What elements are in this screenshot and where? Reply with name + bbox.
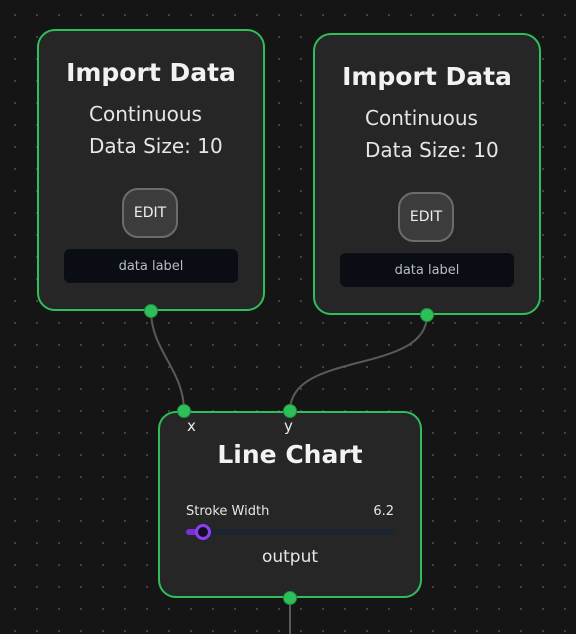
data-size-text: Data Size: 10 <box>89 134 223 158</box>
import-a-output-port[interactable] <box>144 304 158 318</box>
import-data-node-b[interactable]: Import Data Continuous Data Size: 10 EDI… <box>313 33 541 315</box>
data-size-text: Data Size: 10 <box>365 138 499 162</box>
line-chart-output-port[interactable] <box>283 591 297 605</box>
import-b-output-port[interactable] <box>420 308 434 322</box>
node-title: Line Chart <box>217 440 363 469</box>
stroke-width-value: 6.2 <box>373 504 394 519</box>
edit-button[interactable]: EDIT <box>398 192 454 242</box>
node-title: Import Data <box>342 62 512 91</box>
edit-button[interactable]: EDIT <box>122 188 178 238</box>
stroke-width-label: Stroke Width <box>186 504 270 519</box>
data-label-field[interactable]: data label <box>340 253 514 287</box>
input-x-label: x <box>187 417 196 435</box>
output-label: output <box>261 547 319 567</box>
line-chart-input-x-port[interactable] <box>177 404 191 418</box>
line-chart-node[interactable]: x y Line Chart Stroke Width 6.2 output <box>158 411 422 598</box>
data-label-field[interactable]: data label <box>64 249 238 283</box>
import-data-node-a[interactable]: Import Data Continuous Data Size: 10 EDI… <box>37 29 265 311</box>
stroke-width-slider-thumb[interactable] <box>194 524 211 540</box>
node-title: Import Data <box>66 58 236 87</box>
stroke-width-slider-track[interactable] <box>186 529 394 535</box>
input-y-label: y <box>284 417 293 435</box>
data-mode-text: Continuous <box>365 106 478 130</box>
data-mode-text: Continuous <box>89 102 202 126</box>
line-chart-input-y-port[interactable] <box>283 404 297 418</box>
stroke-width-slider-fill <box>186 529 203 535</box>
